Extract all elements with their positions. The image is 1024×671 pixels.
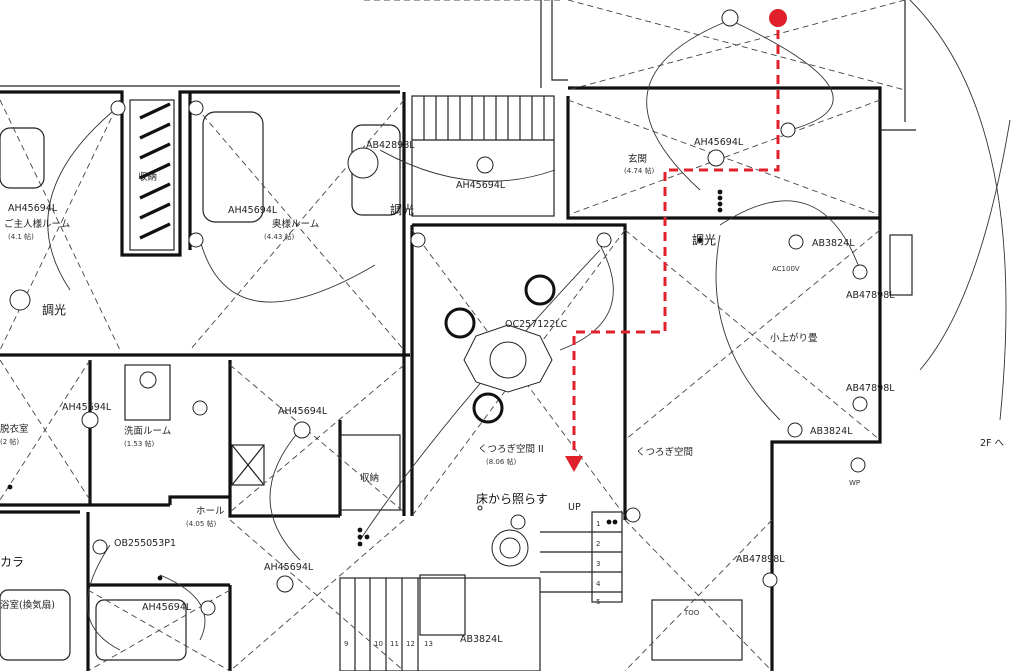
stair-step-12: 12 bbox=[406, 640, 415, 648]
room-hall-area: (4.05 帖) bbox=[186, 519, 217, 528]
up-label: UP bbox=[568, 502, 581, 513]
wp-label: WP bbox=[849, 479, 860, 487]
stair-step-9: 9 bbox=[344, 640, 348, 648]
fixtures bbox=[7, 9, 868, 616]
stair-step-4: 4 bbox=[596, 580, 601, 588]
room-hall-name: ホール bbox=[196, 506, 225, 517]
route-line bbox=[572, 30, 780, 458]
label-ab3824l-3: AB3824L bbox=[460, 634, 503, 645]
room-master-bedroom-name: ご主人様ルーム bbox=[4, 218, 70, 230]
color-label: カラ bbox=[0, 555, 24, 569]
label-ab42898l: AB42898L bbox=[366, 140, 415, 151]
room-entrance-name: 玄関 bbox=[628, 153, 647, 165]
stair-step-3: 3 bbox=[596, 560, 600, 568]
stair-step-11: 11 bbox=[390, 640, 399, 648]
label-ah45694l-1: AH45694L bbox=[8, 203, 58, 214]
room-bedroom2-area: (4.43 帖) bbox=[264, 232, 295, 241]
room-bath-name: 浴室(換気扇) bbox=[0, 599, 55, 611]
room-master-bedroom-area: (4.1 帖) bbox=[8, 232, 34, 241]
ac-label: AC100V bbox=[772, 265, 800, 273]
label-ab47898l-3: AB47898L bbox=[736, 554, 785, 565]
to-2f-label: 2F へ bbox=[980, 438, 1005, 449]
label-ab47898l-2: AB47898L bbox=[846, 383, 895, 394]
label-ah45694l-5: AH45694L bbox=[62, 402, 112, 413]
route-arrowhead bbox=[565, 456, 583, 472]
walls bbox=[0, 0, 916, 671]
closet-hatch bbox=[129, 99, 175, 251]
room-washroom-area: (1.53 帖) bbox=[124, 439, 155, 448]
switch-wiring bbox=[47, 0, 1011, 651]
room-storage-name: 収納 bbox=[360, 472, 379, 484]
label-oc257122lc: OC257122LC bbox=[505, 319, 568, 330]
room-living2-name: くつろぎ空間 II bbox=[478, 443, 544, 455]
top-stair-treads bbox=[412, 96, 554, 141]
label-ab47898l-1: AB47898L bbox=[846, 290, 895, 301]
dimmer-label-3: 調光 bbox=[42, 303, 66, 317]
labels: AH45694L AH45694L AB42898L AH45694L AH45… bbox=[0, 137, 1005, 648]
dimmer-label-2: 調光 bbox=[692, 233, 716, 247]
room-closet-name: 収納 bbox=[138, 171, 157, 183]
floor-light-label: 床から照らす bbox=[476, 492, 548, 506]
stair-step-10: 10 bbox=[374, 640, 383, 648]
label-ah45694l-4: AH45694L bbox=[694, 137, 744, 148]
room-raised-floor-name: 小上がり畳 bbox=[770, 332, 818, 344]
room-living-name: くつろぎ空間 bbox=[636, 446, 693, 458]
stair-step-2: 2 bbox=[596, 540, 600, 548]
label-ab3824l-1: AB3824L bbox=[812, 238, 855, 249]
stair-step-5: 5 bbox=[596, 598, 600, 606]
stair-step-1: 1 bbox=[596, 520, 600, 528]
label-ah45694l-2: AH45694L bbox=[228, 205, 278, 216]
route-start-dot bbox=[769, 9, 787, 27]
room-dressing-area: (2 帖) bbox=[0, 437, 19, 446]
room-dressing-name: 脱衣室 bbox=[0, 423, 29, 435]
dimmer-label-1: 調光 bbox=[390, 203, 414, 217]
label-ob255053p1: OB255053P1 bbox=[114, 538, 176, 549]
label-ah45694l-8: AH45694L bbox=[142, 602, 192, 613]
label-ah45694l-3: AH45694L bbox=[456, 180, 506, 191]
label-ah45694l-6: AH45694L bbox=[278, 406, 328, 417]
room-bedroom2-name: 奥様ルーム bbox=[272, 218, 319, 230]
room-living2-area: (8.06 帖) bbox=[486, 457, 517, 466]
label-ab3824l-2: AB3824L bbox=[810, 426, 853, 437]
label-ah45694l-7: AH45694L bbox=[264, 562, 314, 573]
room-entrance-area: (4.74 帖) bbox=[624, 166, 655, 175]
toilet-label: TOO bbox=[683, 609, 700, 617]
route-path bbox=[565, 9, 787, 472]
stair-step-13: 13 bbox=[424, 640, 433, 648]
room-washroom-name: 洗面ルーム bbox=[124, 425, 171, 437]
